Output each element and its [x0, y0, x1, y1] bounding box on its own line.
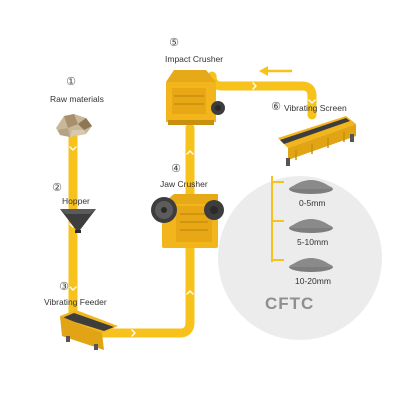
products-background-circle [218, 176, 382, 340]
up-arrow-icon [186, 290, 194, 295]
step-label-jaw-crusher: Jaw Crusher [160, 179, 208, 189]
flow-direction-arrow-icon [259, 66, 292, 76]
step-number: ⑥ [271, 101, 281, 113]
step-label-hopper: Hopper [62, 196, 90, 206]
raw-materials-icon [56, 114, 92, 137]
down-arrow-icon [69, 146, 77, 151]
gravel-pile-icon [289, 180, 333, 194]
step-number: ② [52, 182, 62, 194]
gravel-pile-icon [289, 258, 333, 272]
step-label-vibrating-feeder: Vibrating Feeder [44, 297, 107, 307]
jaw-crusher-icon [151, 194, 224, 248]
up-arrow-icon [186, 150, 194, 155]
product-size-label: 0-5mm [299, 198, 326, 208]
step-label-raw-materials: Raw materials [50, 94, 104, 104]
company-logo: CFTC [265, 294, 315, 313]
down-arrow-icon [308, 99, 316, 104]
step-number: ① [66, 76, 76, 88]
vibrating-feeder-icon [60, 310, 118, 350]
hopper-icon [60, 209, 96, 233]
step-label-impact-crusher: Impact Crusher [165, 54, 224, 64]
step-number: ⑤ [169, 37, 179, 49]
vibrating-screen-icon [278, 116, 356, 166]
step-label-vibrating-screen: Vibrating Screen [284, 103, 347, 113]
step-number: ③ [59, 281, 69, 293]
right-arrow-icon [252, 82, 257, 90]
product-size-label: 5-10mm [297, 237, 329, 247]
products-bracket [271, 176, 284, 262]
gravel-pile-icon [289, 219, 333, 233]
right-arrow-icon [131, 329, 136, 337]
impact-crusher-icon [166, 70, 225, 125]
down-arrow-icon [69, 286, 77, 291]
product-size-label: 10-20mm [295, 276, 331, 286]
step-number: ④ [171, 163, 181, 175]
